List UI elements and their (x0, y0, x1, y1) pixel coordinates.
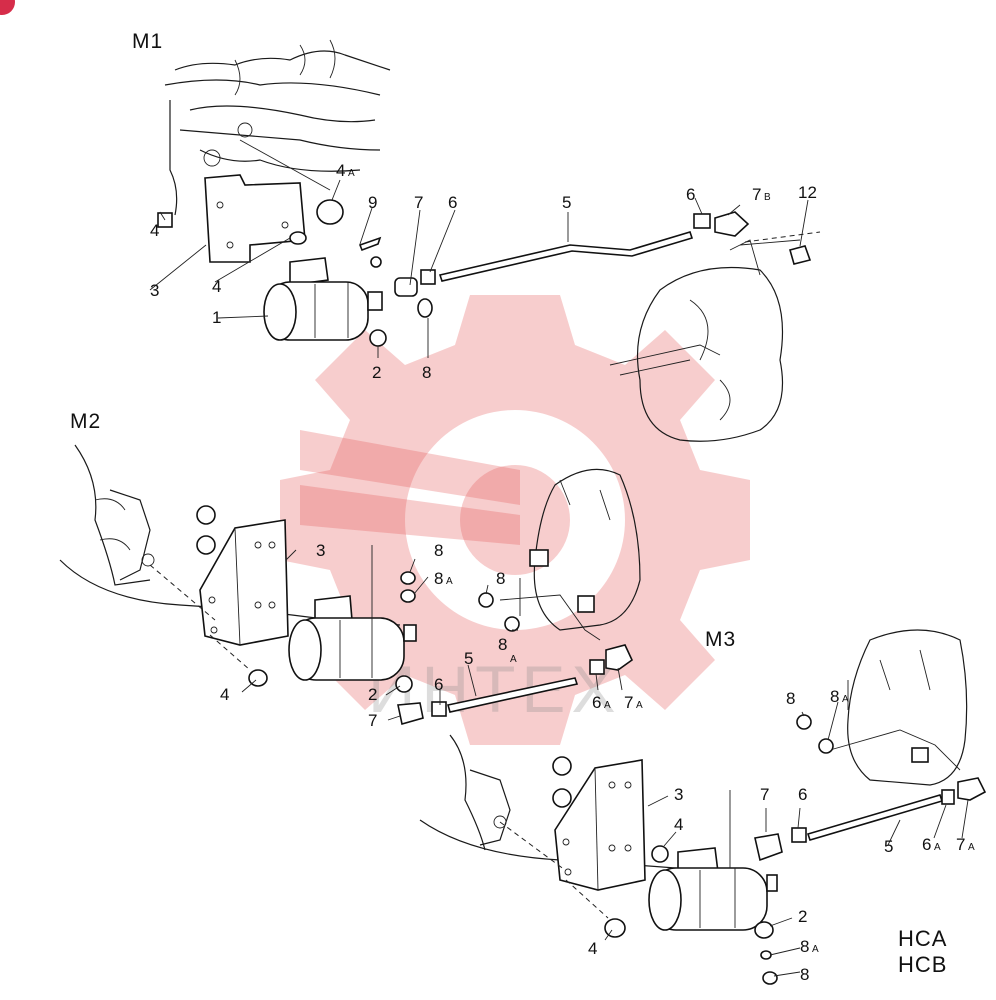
m2-callout-8a-mid-sub: A (510, 654, 517, 665)
m3-callout-8a-lower: 8 (800, 937, 809, 956)
m2-callout-5: 5 (464, 649, 473, 668)
model-code-line2: HCB (898, 952, 947, 977)
m3-control-rod (806, 794, 944, 841)
m2-callout-7: 7 (368, 711, 377, 730)
m3-actuator-motor (648, 847, 778, 931)
m3-callout-7a-sub: A (968, 842, 975, 853)
section-label-m1: M1 (132, 30, 163, 53)
m1-callout-4a-sub: A (348, 168, 355, 179)
m3-callout-6a: 6 (922, 835, 931, 854)
m3-bracket (499, 759, 646, 919)
m3-callout-4: 4 (674, 815, 683, 834)
corner-marker (0, 0, 15, 15)
m1-small-parts (157, 199, 812, 347)
m1-callout-1: 1 (212, 308, 221, 327)
m2-callout-4: 4 (220, 685, 229, 704)
m1-callout-5: 5 (562, 193, 571, 212)
m3-gearbox (829, 629, 968, 786)
m3-callout-8a-lower-sub: A (812, 944, 819, 955)
m1-callout-12: 12 (798, 183, 817, 202)
m3-callout-6: 6 (798, 785, 807, 804)
m1-gearbox (609, 231, 821, 442)
m1-callout-8: 8 (422, 363, 431, 382)
m1-callout-6-right: 6 (686, 185, 695, 204)
m2-callout-8a: 8 (434, 569, 443, 588)
m3-callout-8a: 8 (830, 687, 839, 706)
m2-callout-7a: 7 (624, 693, 633, 712)
m2-callout-6a-sub: A (604, 700, 611, 711)
m2-callout-2: 2 (368, 685, 377, 704)
m2-callout-8a-mid: 8 (498, 635, 507, 654)
m3-callout-8: 8 (786, 689, 795, 708)
m1-control-rod (438, 231, 694, 282)
m3-callout-4-lower: 4 (588, 939, 597, 958)
m3-callout-5: 5 (884, 837, 893, 856)
m3-callout-6a-sub: A (934, 842, 941, 853)
m1-bracket-plate (204, 174, 306, 263)
m1-callout-6: 6 (448, 193, 457, 212)
m2-gearbox (499, 468, 641, 641)
m3-callout-2: 2 (798, 907, 807, 926)
m1-callout-7: 7 (414, 193, 423, 212)
m3-leader-lines (604, 680, 969, 977)
m3-callout-8-lower: 8 (800, 965, 809, 984)
m1-callout-7b-sub: B (764, 192, 771, 203)
m1-actuator-motor (263, 257, 383, 341)
m1-callout-4-lower: 4 (212, 277, 221, 296)
m2-callout-8-mid: 8 (496, 569, 505, 588)
m2-callout-8-top: 8 (434, 541, 443, 560)
m1-callout-4a: 4 (336, 161, 345, 180)
m3-callout-8a-sub: A (842, 694, 849, 705)
m1-callout-3: 3 (150, 281, 159, 300)
m2-callout-6a: 6 (592, 693, 601, 712)
m2-bracket (149, 519, 289, 671)
m2-callout-3: 3 (316, 541, 325, 560)
m2-actuator-motor (288, 595, 417, 681)
m1-engine-block (164, 39, 391, 216)
section-label-m3: M3 (705, 628, 736, 651)
m2-leader-lines (241, 545, 623, 721)
m2-callout-7a-sub: A (636, 700, 643, 711)
m3-callout-7: 7 (760, 785, 769, 804)
section-label-m2: M2 (70, 410, 101, 433)
m1-callout-4: 4 (150, 221, 159, 240)
model-code-line1: HCA (898, 926, 947, 951)
m2-callout-8a-sub: A (446, 576, 453, 587)
m2-control-rod (446, 677, 579, 713)
m1-callout-7b: 7 (752, 185, 761, 204)
m3-callout-3: 3 (674, 785, 683, 804)
m1-callout-2: 2 (372, 363, 381, 382)
m1-leader-lines (149, 179, 809, 358)
m3-small-parts (552, 714, 987, 985)
m2-callout-6: 6 (434, 675, 443, 694)
m2-chassis (59, 444, 401, 626)
m3-callout-7a: 7 (956, 835, 965, 854)
m1-callout-9: 9 (368, 193, 377, 212)
